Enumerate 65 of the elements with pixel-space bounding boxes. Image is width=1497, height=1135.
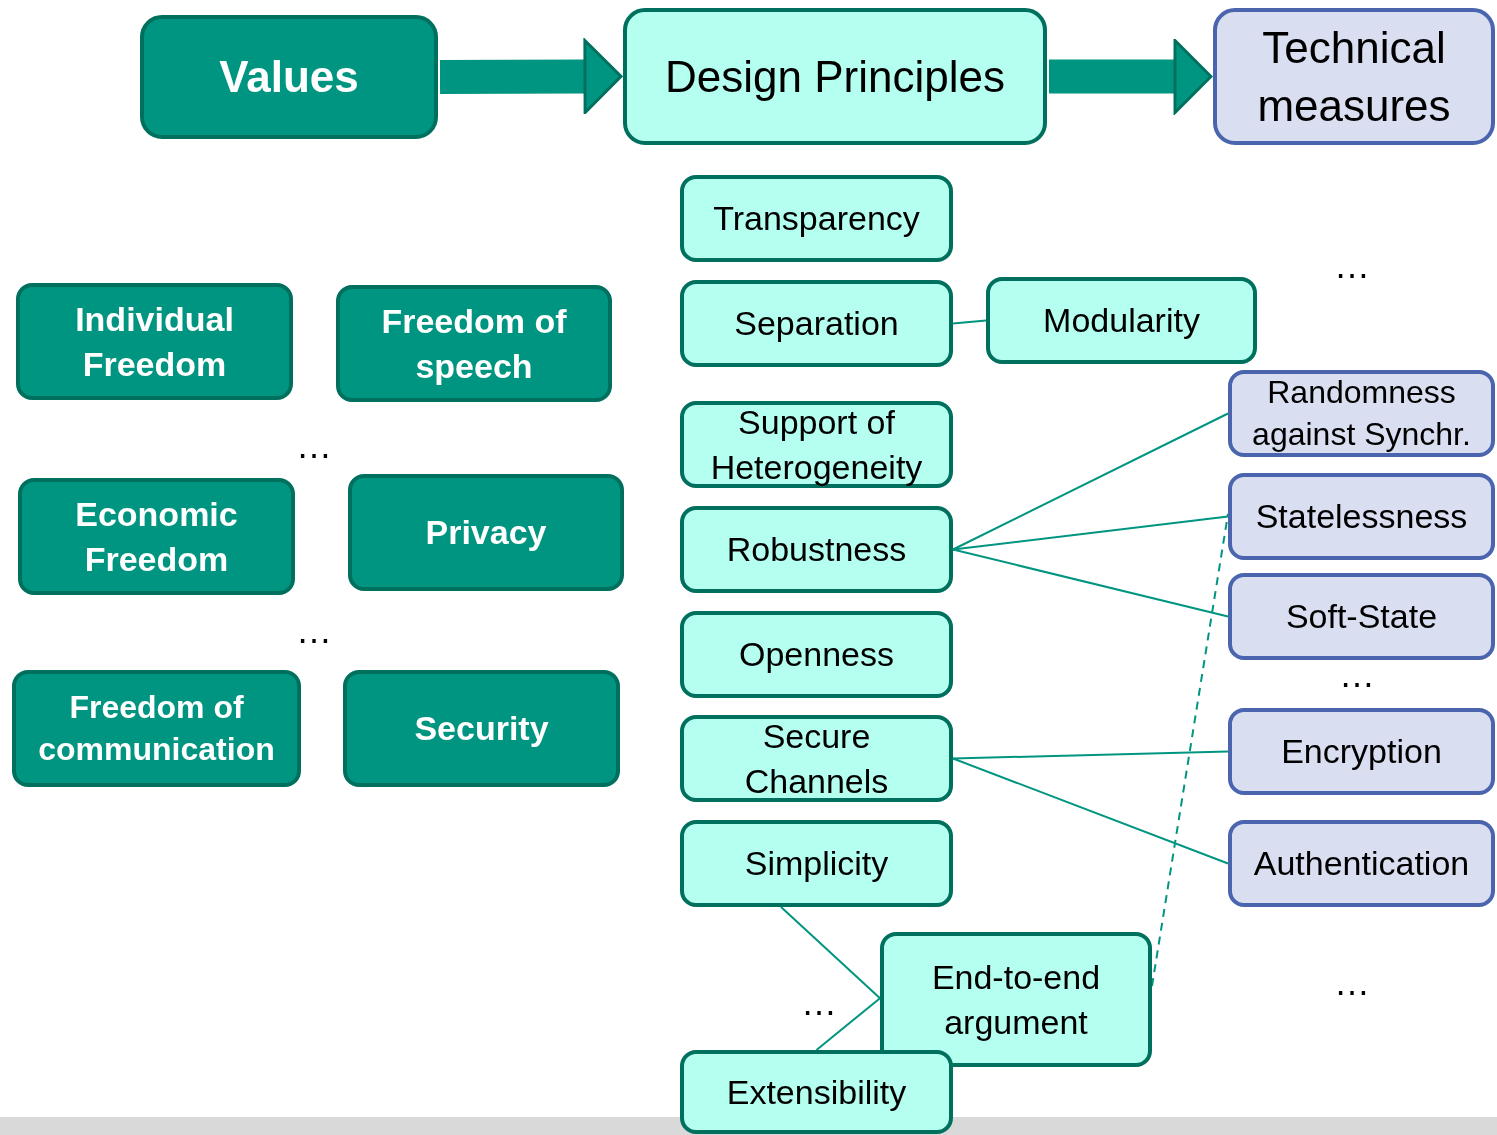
box-label: Support of Heterogeneity [709,402,924,488]
ellipsis: … [801,982,837,1024]
measure-box [1213,8,1495,145]
box-label: Soft-State [1285,596,1438,638]
box-label: Security [414,708,549,750]
box-label: Simplicity [744,843,889,885]
principle-box [680,280,953,367]
value-box [140,15,438,139]
connector-line [952,750,1229,760]
box-label: Extensibility [726,1071,907,1113]
principle-box [680,820,953,907]
connector-line [952,412,1229,551]
value-box [12,670,301,787]
ellipsis: … [1334,245,1370,287]
box-label: Robustness [726,529,907,571]
measure-box [1228,370,1495,457]
box-label: Secure Channels [743,716,890,802]
connector-line [815,997,881,1051]
principle-box [986,277,1257,364]
measure-box [1228,573,1495,660]
box-label: Values [219,51,359,104]
box-label: Modularity [1043,300,1200,342]
box-label: Randomness against Synchr. [1251,372,1472,454]
principle-box [680,175,953,262]
measure-box [1228,708,1495,795]
block-arrow [1049,39,1213,114]
box-label: Openness [739,634,894,676]
connector-line [952,515,1229,551]
principle-box [680,506,953,593]
box-label: Transparency [713,198,920,240]
box-label: Separation [734,303,899,345]
box-label: Individual Freedom [74,299,235,385]
box-label: Freedom of speech [380,301,568,387]
box-label: Statelessness [1255,496,1468,538]
principle-box [623,8,1047,145]
box-label: Design Principles [665,50,1005,103]
box-label: Technical measures [1256,22,1452,132]
box-label: Privacy [425,512,547,554]
value-box [343,670,620,787]
principle-box [880,932,1152,1067]
value-box [348,474,624,591]
value-box [336,285,612,402]
principle-box [680,401,953,488]
box-label: Encryption [1281,731,1442,773]
connector-line [952,757,1229,865]
connector-line [1151,512,1229,987]
measure-box [1228,473,1495,560]
box-label: Freedom of communication [37,687,276,769]
box-label: End-to-end argument [930,957,1102,1043]
connector-line [780,906,881,1000]
block-arrow [439,39,623,114]
ellipsis: … [1339,654,1375,696]
box-label: Economic Freedom [74,494,239,580]
ellipsis: … [296,610,332,652]
principle-box [680,1050,953,1134]
measure-box [1228,820,1495,907]
principle-box [680,611,953,698]
ellipsis: … [1334,962,1370,1004]
connector-line [952,319,987,325]
principle-box [680,715,953,802]
ellipsis: … [296,425,332,467]
box-label: Authentication [1253,843,1470,885]
value-box [18,478,295,595]
value-box [16,283,293,400]
connector-line [952,548,1229,618]
